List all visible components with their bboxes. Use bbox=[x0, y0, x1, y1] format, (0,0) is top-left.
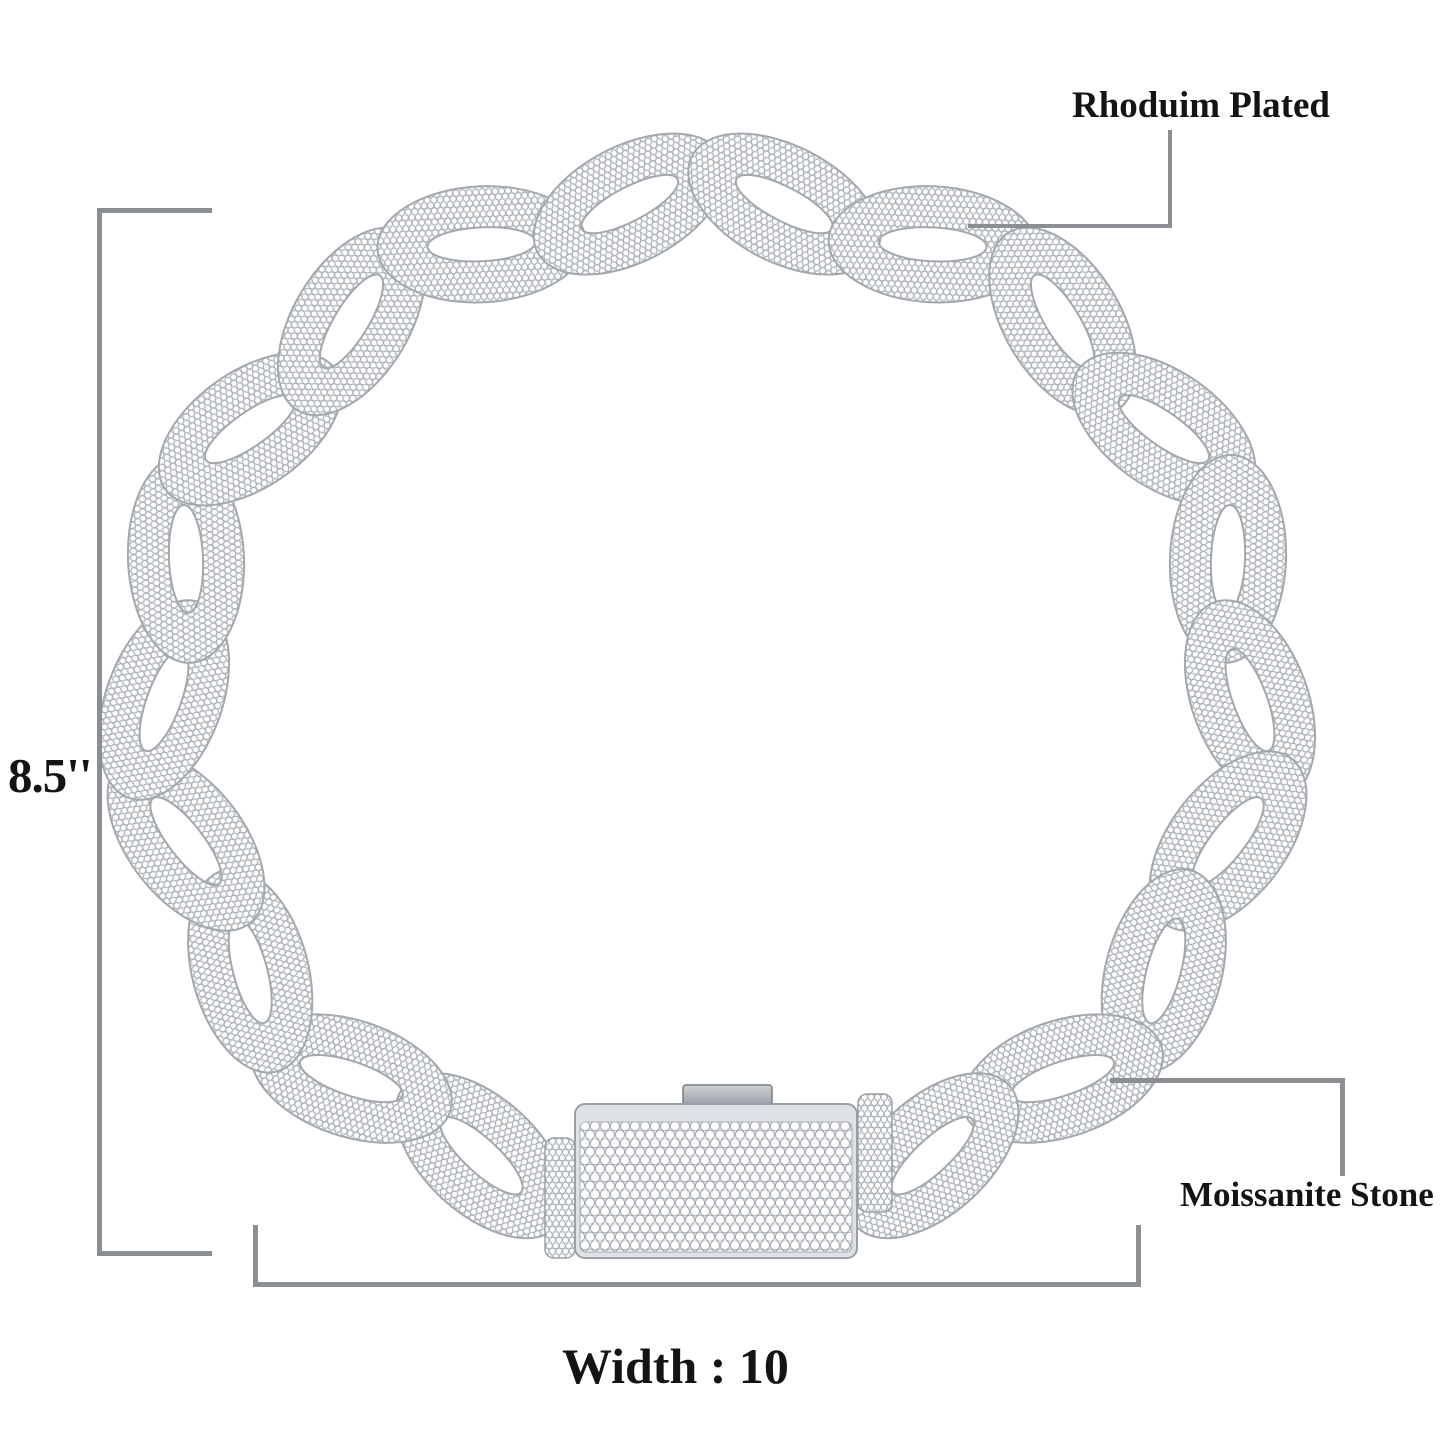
cuban-link-chain bbox=[97, 132, 1317, 1240]
rhodium-leader-line bbox=[968, 130, 1172, 228]
clasp-hinge-right bbox=[857, 1093, 893, 1213]
box-clasp bbox=[544, 1084, 893, 1259]
width-value-label: Width : 10 bbox=[562, 1338, 789, 1394]
chain-link bbox=[126, 453, 246, 664]
width-measurement-bracket bbox=[253, 1225, 1141, 1287]
rhodium-plated-label: Rhoduim Plated bbox=[1072, 85, 1331, 126]
moissanite-leader-line bbox=[1110, 1078, 1345, 1176]
clasp-pave-face bbox=[579, 1121, 853, 1253]
length-value-label: 8.5'' bbox=[8, 748, 92, 803]
chain-link bbox=[532, 132, 727, 276]
moissanite-stone-label: Moissanite Stone bbox=[1180, 1175, 1434, 1214]
length-measurement-bracket bbox=[97, 208, 212, 1256]
